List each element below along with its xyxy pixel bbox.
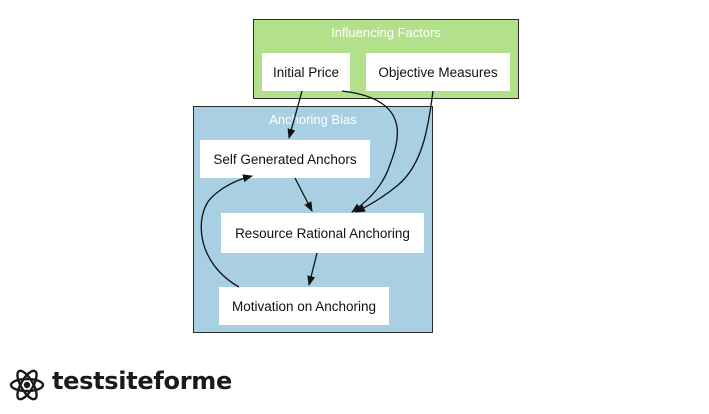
node-motivation-on-anchoring: Motivation on Anchoring — [219, 287, 389, 325]
node-initial-price: Initial Price — [262, 53, 350, 91]
node-self-generated-anchors: Self Generated Anchors — [200, 140, 370, 178]
edge-self-generated-to-resource-rational — [294, 177, 313, 212]
edge-resource-rational-to-motivation — [307, 252, 318, 286]
cluster-title-anchoring-bias: Anchoring Bias — [269, 112, 357, 127]
watermark-text: testsiteforme — [52, 367, 232, 395]
atom-icon — [9, 369, 45, 401]
edge-objective-measures-to-resource-rational — [355, 90, 434, 213]
watermark-panel — [0, 358, 236, 414]
cluster-title-influencing-factors: Influencing Factors — [331, 25, 441, 40]
node-resource-rational-anchoring: Resource Rational Anchoring — [221, 213, 424, 253]
edge-motivation-to-self-generated — [200, 174, 253, 288]
edge-initial-price-to-self-generated — [287, 90, 303, 139]
edge-initial-price-to-resource-rational — [341, 90, 398, 213]
node-objective-measures: Objective Measures — [366, 53, 510, 91]
